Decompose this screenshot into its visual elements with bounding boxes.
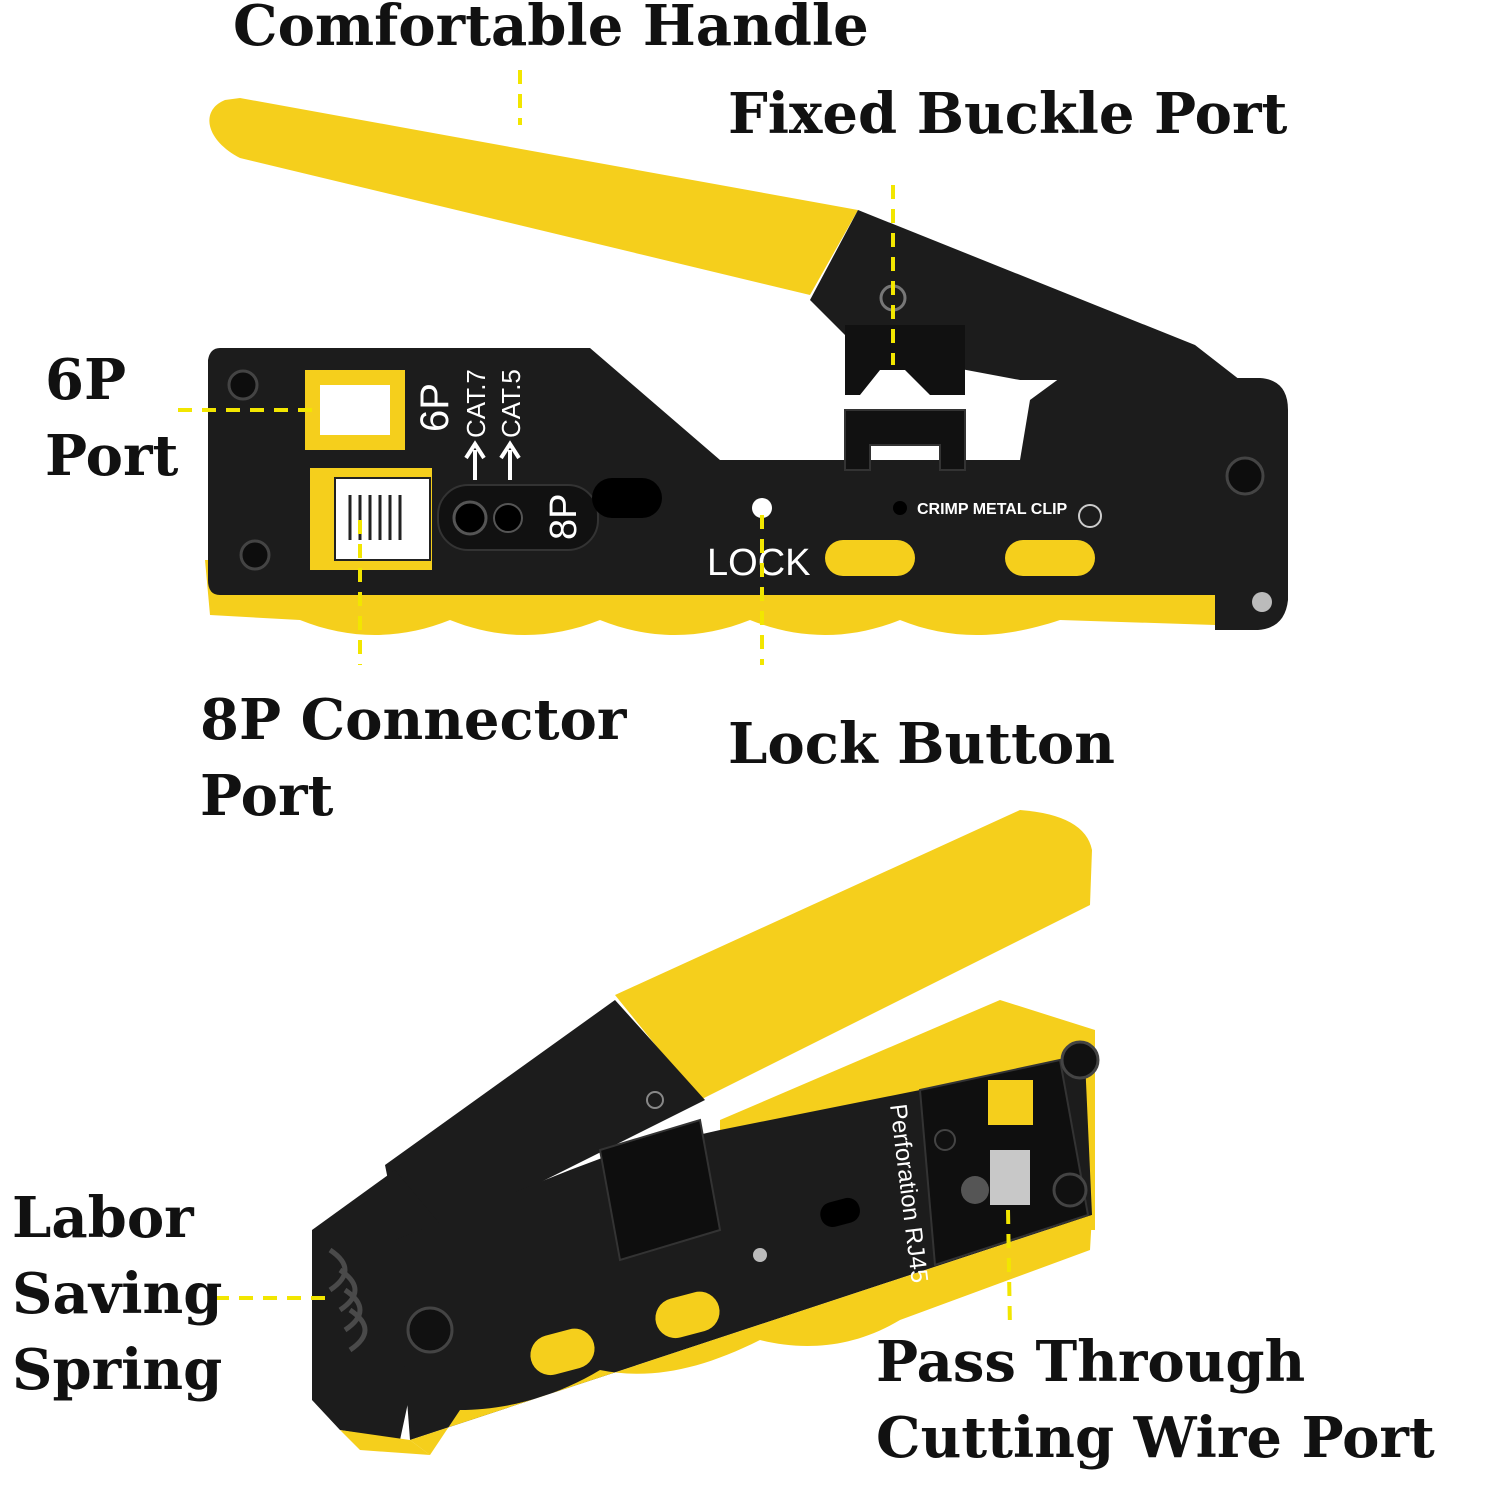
screw-icon [961,1176,989,1204]
screw-icon [239,539,271,571]
top-crimp-die [845,325,965,395]
lock-button-shape [752,498,772,518]
label-6p-port: 6P Port [45,347,179,489]
label-8p-connector-port: 8P Connector Port [200,687,627,829]
screw-icon [227,369,259,401]
arrow-up-icon [464,440,486,480]
label-fixed-buckle-port: Fixed Buckle Port [728,81,1288,147]
label-comfortable-handle: Comfortable Handle [233,0,869,59]
bottom-lever-arm [385,1000,705,1230]
arrow-up-icon [499,440,521,480]
screw-icon [1052,1172,1088,1208]
label-pass-through-port: Pass Through Cutting Wire Port [876,1329,1435,1471]
label-labor-saving-spring: Labor Saving Spring [12,1185,223,1403]
top-tool: 6P CAT.7 CAT.5 8P LOCK CRIMP METAL CLIP [205,98,1288,635]
top-crimp-jaw [844,409,966,471]
bottom-tool: Perforation RJ45 [312,810,1100,1455]
bottom-lower-grip [410,1215,1092,1455]
marking-cat5: CAT.5 [496,369,526,438]
screw-icon [1252,592,1272,612]
spring-icon [328,1247,368,1353]
screw-icon [1060,1040,1100,1080]
screw-icon [934,1129,956,1151]
slot-yellow [655,1291,720,1339]
bottom-handle-grip [615,810,1092,1100]
marking-8p: 8P [543,494,585,540]
marking-lock: LOCK [707,542,810,584]
marking-crimp-metal-clip: CRIMP METAL CLIP [917,501,1068,518]
slot-yellow [530,1328,595,1376]
leader-lines [178,70,1012,1331]
screw-icon [1225,456,1265,496]
marking-6p: 6P [413,383,457,432]
slot-yellow [825,540,915,576]
label-lock-button: Lock Button [728,711,1115,777]
marking-cat7: CAT.7 [461,369,491,438]
slot-yellow [1005,540,1095,576]
screw-icon [452,500,488,536]
screw-icon [406,1306,454,1354]
top-handle-grip [209,98,858,295]
leader-pass-through-port [1006,1209,1012,1331]
